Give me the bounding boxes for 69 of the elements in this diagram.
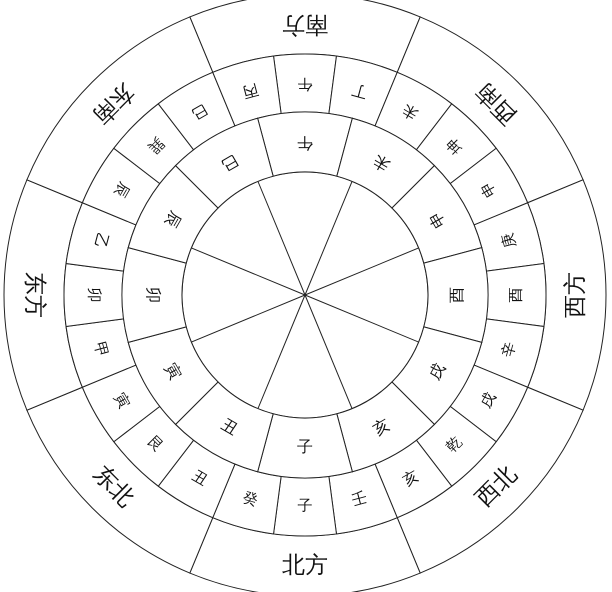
ring-segment xyxy=(328,464,398,534)
mountain-label: 坤 xyxy=(444,134,466,156)
ring-segment xyxy=(273,476,337,536)
mountain-label: 巽 xyxy=(144,134,166,156)
direction-label: 东北 xyxy=(90,462,138,510)
ring-segment xyxy=(26,16,213,203)
branch-label: 戌 xyxy=(426,360,448,382)
branch-label: 巳 xyxy=(218,152,240,174)
mountain-label: 壬 xyxy=(350,490,370,509)
ring-segment xyxy=(391,326,482,425)
direction-label: 西北 xyxy=(472,462,520,510)
ring-segment xyxy=(397,387,584,574)
branch-label: 寅 xyxy=(162,360,184,382)
ring-segment xyxy=(328,56,398,126)
direction-label: 西南 xyxy=(472,80,520,128)
mountain-label: 未 xyxy=(400,101,422,122)
ring-segment xyxy=(397,16,584,203)
ring-segment xyxy=(391,165,482,264)
ring-segment xyxy=(257,413,353,478)
direction-label: 西方 xyxy=(564,272,586,318)
direction-label: 南方 xyxy=(282,14,328,36)
ring-segment xyxy=(26,387,213,574)
ring-segment xyxy=(64,263,124,327)
mountain-label: 寅 xyxy=(111,390,132,412)
branch-label: 卯 xyxy=(144,287,160,303)
mountain-label: 巳 xyxy=(188,101,210,122)
mountain-label: 甲 xyxy=(91,340,110,360)
branch-label: 未 xyxy=(370,152,392,174)
mountain-label: 酉 xyxy=(510,288,524,302)
ring-segment xyxy=(212,464,282,534)
ring-segment xyxy=(273,54,337,114)
mountain-label: 乾 xyxy=(444,434,466,456)
ring-segment xyxy=(175,118,274,209)
ring-segment xyxy=(336,381,435,472)
direction-label: 东方 xyxy=(24,272,46,318)
mountain-label: 丙 xyxy=(240,81,260,100)
branch-label: 酉 xyxy=(450,287,466,303)
ring-segment xyxy=(474,318,544,388)
ring-segment xyxy=(122,247,187,343)
branch-label: 午 xyxy=(297,134,313,150)
branch-label: 子 xyxy=(297,440,313,456)
mountain-label: 卯 xyxy=(86,288,100,302)
mountain-label: 申 xyxy=(478,178,499,200)
mountain-label: 午 xyxy=(298,76,312,90)
ring-segment xyxy=(66,318,136,388)
mountain-label: 艮 xyxy=(144,434,166,456)
ring-segment xyxy=(336,118,435,209)
direction-label: 东南 xyxy=(90,80,138,128)
mountain-label: 戌 xyxy=(478,390,499,412)
mountain-label: 乙 xyxy=(91,230,110,250)
mountain-label: 辛 xyxy=(500,340,519,360)
mountain-label: 丁 xyxy=(350,81,370,100)
ring-segment xyxy=(66,202,136,272)
ring-segment xyxy=(257,112,353,177)
mountain-label: 子 xyxy=(298,500,312,514)
mountain-label: 庚 xyxy=(500,230,519,250)
ring-segment xyxy=(212,56,282,126)
branch-label: 申 xyxy=(426,208,448,230)
branch-label: 亥 xyxy=(370,416,392,438)
mountain-label: 辰 xyxy=(111,178,132,200)
ring-segment xyxy=(486,263,546,327)
mountain-label: 丑 xyxy=(188,468,210,489)
ring-segment xyxy=(423,247,488,343)
branch-label: 丑 xyxy=(218,416,240,438)
ring-segment xyxy=(474,202,544,272)
mountain-label: 亥 xyxy=(400,468,422,489)
mountain-label: 癸 xyxy=(240,490,260,509)
branch-label: 辰 xyxy=(162,208,184,230)
direction-label: 北方 xyxy=(282,554,328,576)
